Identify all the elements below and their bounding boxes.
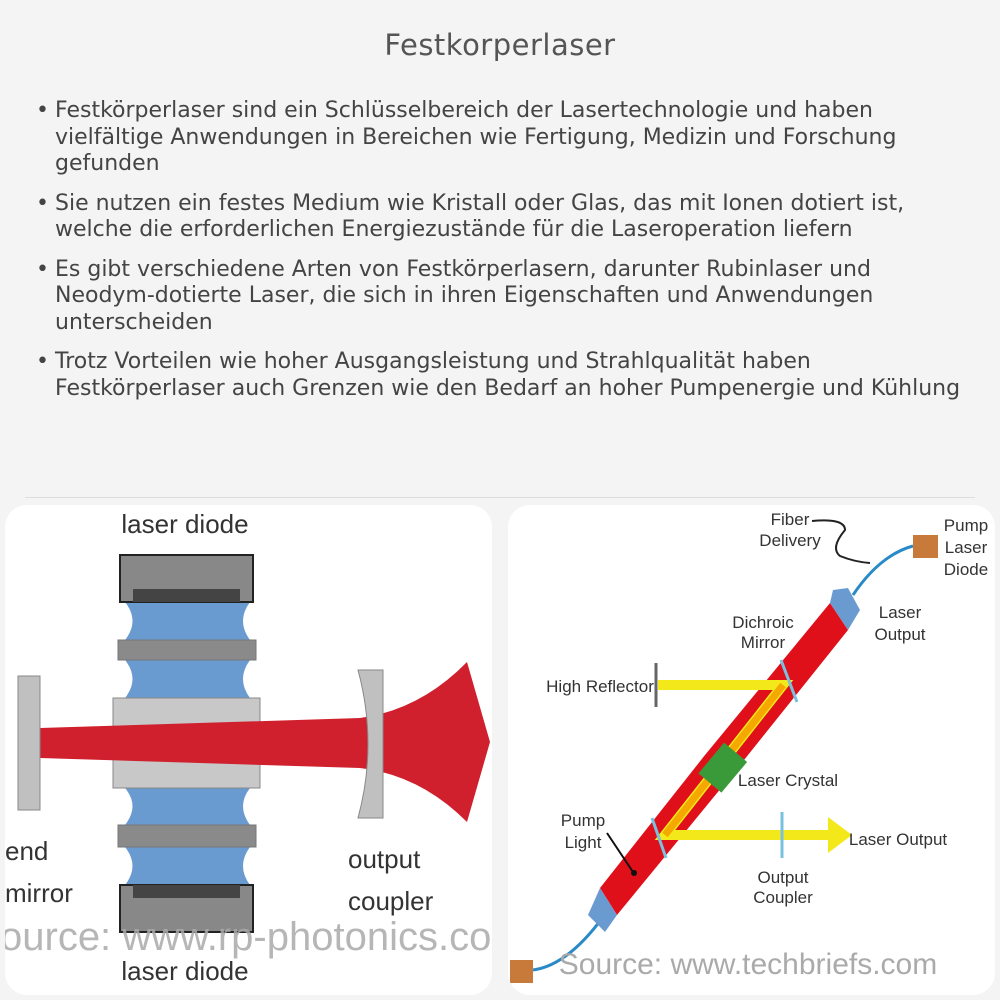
label-laser-crystal: Laser Crystal bbox=[738, 771, 838, 790]
dichroic-mirror bbox=[779, 659, 799, 703]
divider bbox=[25, 497, 975, 498]
fiber-pumped-laser-diagram: Fiber Delivery Pump Laser Diode Dichroic… bbox=[510, 510, 988, 983]
bullet-item: Festkörperlaser sind ein Schlüsselbereic… bbox=[30, 98, 975, 178]
bullet-item: Es gibt verschiedene Arten von Festkörpe… bbox=[30, 257, 975, 337]
label-diode: Diode bbox=[944, 560, 988, 579]
label-laser-output-top: Laser bbox=[879, 603, 922, 622]
label-laser-output-right: Laser Output bbox=[849, 830, 948, 849]
output-coupler bbox=[357, 669, 384, 819]
label-output-coupler: Output bbox=[757, 868, 808, 887]
label-laser-diode-top: laser diode bbox=[121, 509, 248, 539]
label-laser-diode-bottom: laser diode bbox=[121, 956, 248, 986]
diode-emitter-top bbox=[133, 589, 240, 602]
label-laser: Laser bbox=[945, 538, 988, 557]
fiber-collimator-top bbox=[830, 588, 860, 630]
label-pump: Pump bbox=[944, 516, 988, 535]
label-coupler: coupler bbox=[348, 886, 434, 916]
page-title: Festkorperlaser bbox=[384, 28, 616, 62]
pump-light-dot bbox=[631, 870, 637, 876]
diode-emitter-bottom bbox=[133, 885, 240, 898]
label-pump-light-2: Light bbox=[565, 833, 602, 852]
pump-light-pointer bbox=[606, 832, 634, 873]
source-watermark: Source: www.techbriefs.com bbox=[559, 948, 937, 981]
bullet-item: Trotz Vorteilen wie hoher Ausgangsleistu… bbox=[30, 349, 975, 402]
pump-laser-diode-top bbox=[913, 535, 938, 558]
pump-laser-diode-bottom bbox=[510, 960, 533, 983]
laser-diagram-right: Fiber Delivery Pump Laser Diode Dichroic… bbox=[508, 505, 995, 995]
bullet-list: Festkörperlaser sind ein Schlüsselbereic… bbox=[30, 98, 975, 415]
laser-beam bbox=[40, 662, 490, 822]
label-pump-light: Pump bbox=[561, 811, 605, 830]
label-mirror: mirror bbox=[5, 878, 73, 908]
label-output: output bbox=[348, 844, 421, 874]
label-delivery: Delivery bbox=[759, 531, 821, 550]
label-fiber: Fiber bbox=[771, 510, 810, 529]
label-mirror: Mirror bbox=[741, 633, 786, 652]
laser-crystal bbox=[698, 742, 748, 793]
fiber-delivery-pointer bbox=[811, 519, 871, 564]
label-laser-output-top-2: Output bbox=[874, 625, 925, 644]
label-high-reflector: High Reflector bbox=[546, 677, 654, 696]
dichroic-mirror-lower bbox=[650, 817, 668, 859]
lens-plate-bottom bbox=[117, 824, 257, 848]
label-output-coupler-2: Coupler bbox=[753, 888, 813, 907]
label-end: end bbox=[5, 836, 48, 866]
source-watermark: ource: www.rp-photonics.com bbox=[5, 915, 492, 959]
fiber-top bbox=[851, 544, 914, 596]
fiber-collimator-bottom bbox=[588, 888, 617, 932]
lens-plate-top bbox=[117, 639, 257, 661]
bullet-item: Sie nutzen ein festes Medium wie Kristal… bbox=[30, 191, 975, 244]
laser-diagram-left: laser diode end mirror output coupler ou… bbox=[5, 505, 492, 995]
diode-pumped-laser-diagram: laser diode end mirror output coupler ou… bbox=[5, 509, 492, 986]
output-arrow bbox=[828, 817, 852, 853]
pump-light-region bbox=[125, 602, 250, 885]
end-mirror bbox=[17, 675, 41, 811]
label-dichroic: Dichroic bbox=[732, 613, 794, 632]
